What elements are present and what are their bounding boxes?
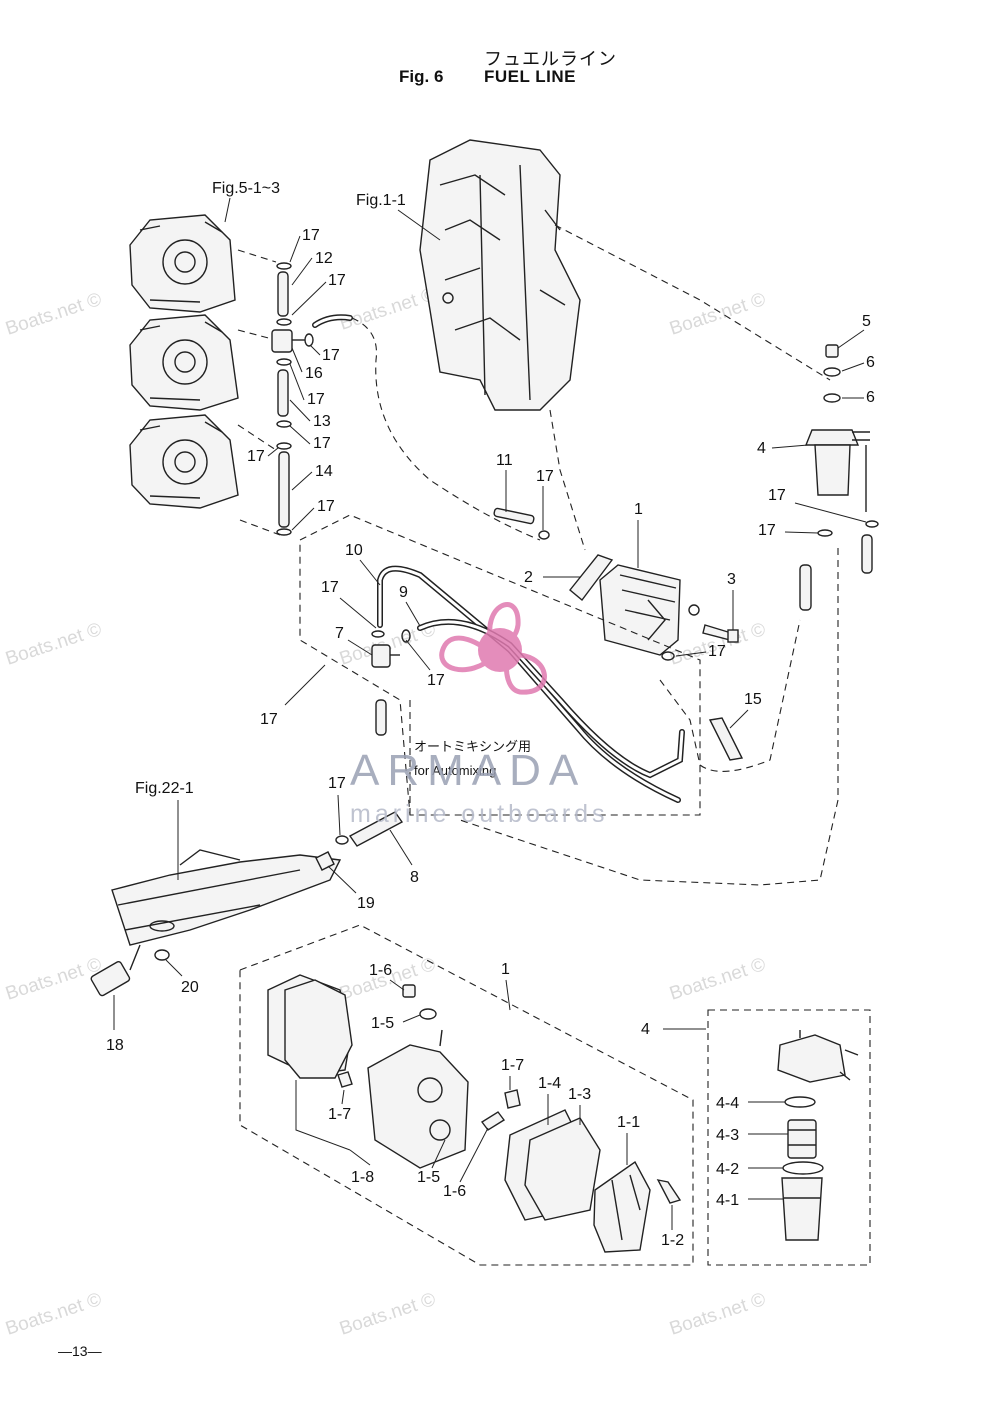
- callout-label: 16: [305, 365, 323, 382]
- callout-label: 17: [768, 487, 786, 504]
- fuel-filter: [799, 344, 879, 611]
- callout-label: 12: [315, 250, 333, 267]
- callout-label: 4-1: [716, 1192, 739, 1209]
- callout-label: 13: [313, 413, 331, 430]
- callout-label: 17: [328, 272, 346, 289]
- carburetor-fuel-hoses: [271, 262, 541, 541]
- callout-label: 17: [536, 468, 554, 485]
- watermark: Boats.net ©: [3, 619, 104, 670]
- callout-label: 4: [641, 1021, 650, 1038]
- callout-label: 17: [758, 522, 776, 539]
- callout-label: 2: [524, 569, 533, 586]
- brand-tagline: marine outboards: [350, 800, 609, 828]
- page-title-japanese: フュエルライン: [484, 49, 617, 70]
- callout-label: 1-6: [443, 1183, 466, 1200]
- automixing-section: オートミキシング用 for Automixing: [299, 514, 839, 886]
- callout-label: 17: [427, 672, 445, 689]
- automixing-note: for Automixing: [414, 763, 496, 778]
- reference-label: Fig.5-1~3: [212, 180, 280, 197]
- carburetor-top: [129, 214, 236, 313]
- callout-label: 1-4: [538, 1075, 561, 1092]
- callout-label: 1-3: [568, 1086, 591, 1103]
- brand-name: ARMADA: [350, 746, 586, 795]
- callout-label: 18: [106, 1037, 124, 1054]
- callout-label: 5: [862, 313, 871, 330]
- callout-label: 1-5: [417, 1169, 440, 1186]
- callout-label: 1-5: [371, 1015, 394, 1032]
- callout-label: 1-1: [617, 1114, 640, 1131]
- callout-label: 11: [496, 452, 513, 469]
- watermark: Boats.net ©: [667, 1289, 768, 1340]
- watermark: Boats.net ©: [3, 954, 104, 1005]
- reference-label: Fig.22-1: [135, 780, 194, 797]
- propeller-logo-icon: [439, 602, 547, 695]
- callout-label: 4-3: [716, 1127, 739, 1144]
- page-number: —13—: [58, 1343, 102, 1359]
- callout-label: 1-7: [501, 1057, 524, 1074]
- callout-label: 1-6: [369, 962, 392, 979]
- callout-label: 19: [357, 895, 375, 912]
- callout-label: 1-2: [661, 1232, 684, 1249]
- callout-label: 15: [744, 691, 762, 708]
- callout-label: 17: [328, 775, 346, 792]
- automixing-note-japanese: オートミキシング用: [414, 739, 531, 754]
- callout-label: 17: [302, 227, 320, 244]
- callout-label: 17: [317, 498, 335, 515]
- part-callouts: 17 12 17 17 16 17 13 17 17 14 17 5 6 6 4…: [106, 227, 875, 1249]
- callout-label: 1: [634, 501, 643, 518]
- callout-label: 20: [181, 979, 199, 996]
- callout-label: 1-8: [351, 1169, 374, 1186]
- callout-label: 14: [315, 463, 333, 480]
- callout-label: 4-4: [716, 1095, 739, 1112]
- carburetor-assemblies: Fig.5-1~3: [129, 180, 281, 536]
- callout-label: 17: [313, 435, 331, 452]
- fuel-pump-assembly: [493, 507, 739, 661]
- callout-label: 17: [321, 579, 339, 596]
- callout-label: 17: [260, 711, 278, 728]
- callout-label: 10: [345, 542, 363, 559]
- callout-label: 1-7: [328, 1106, 351, 1123]
- callout-label: 1: [501, 961, 510, 978]
- callout-label: 4: [757, 440, 766, 457]
- page-title: FUEL LINE: [484, 67, 577, 86]
- watermark: Boats.net ©: [667, 954, 768, 1005]
- callout-label: 6: [866, 354, 875, 371]
- callout-label: 3: [727, 571, 736, 588]
- fuel-pump-exploded-detail: [239, 924, 694, 1266]
- watermark: Boats.net ©: [667, 289, 768, 340]
- callout-label: 6: [866, 389, 875, 406]
- reference-label: Fig.1-1: [356, 192, 406, 209]
- swivel-bracket: Fig.22-1: [90, 780, 404, 997]
- callout-label: 7: [335, 625, 344, 642]
- carburetor-middle: [129, 314, 239, 411]
- watermark: Boats.net ©: [3, 1289, 104, 1340]
- watermark: Boats.net ©: [337, 284, 438, 335]
- watermark: Boats.net ©: [3, 289, 104, 340]
- armada-logo: ARMADA marine outboards: [350, 602, 609, 828]
- figure-number: Fig. 6: [399, 67, 444, 86]
- callout-label: 17: [307, 391, 325, 408]
- callout-label: 17: [322, 347, 340, 364]
- watermark: Boats.net ©: [337, 1289, 438, 1340]
- callout-label: 9: [399, 584, 408, 601]
- callout-label: 8: [410, 869, 419, 886]
- callout-label: 17: [708, 643, 726, 660]
- callout-label: 17: [247, 448, 265, 465]
- carburetor-bottom: [129, 414, 239, 509]
- callout-label: 4-2: [716, 1161, 739, 1178]
- engine-block: Fig.1-1: [356, 139, 831, 551]
